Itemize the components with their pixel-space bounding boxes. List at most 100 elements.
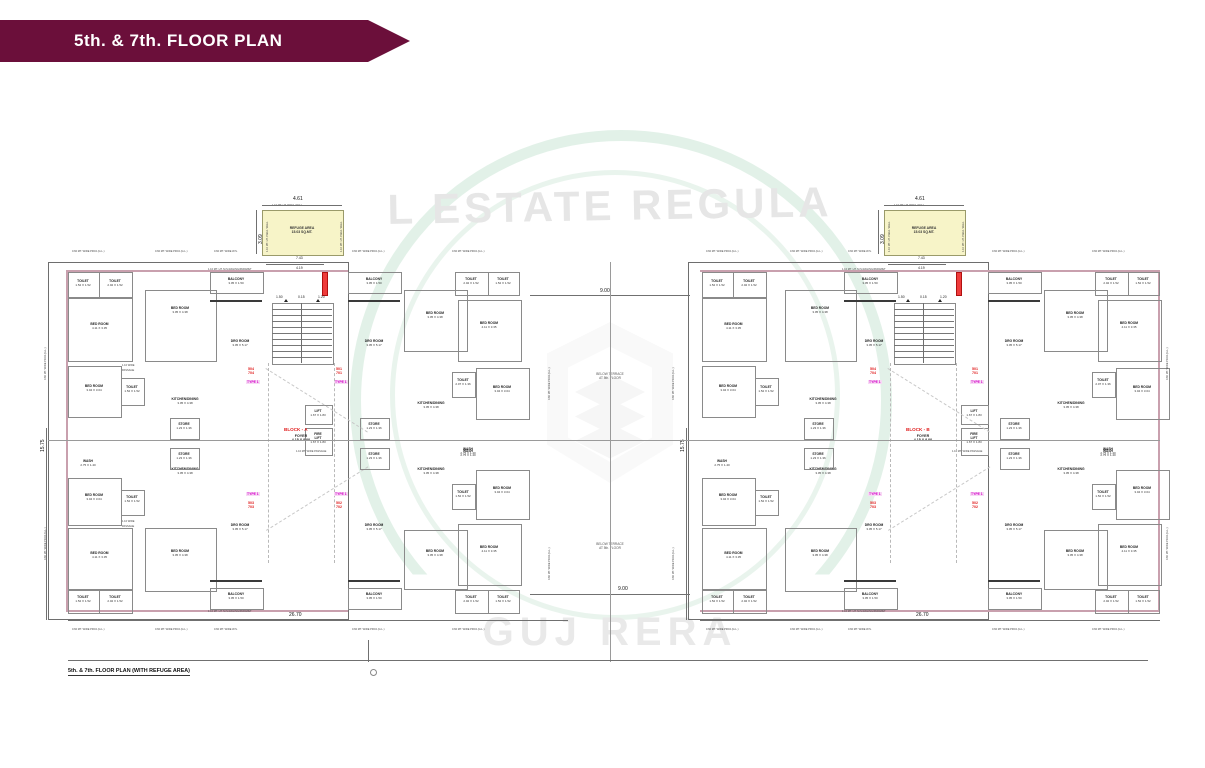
overall-width-line-a [68, 620, 568, 621]
room-bedroom-b5 [1098, 300, 1162, 362]
room-label-kitchen-a1: KITCHEN/DINING 3.05 X 4.38 [171, 397, 199, 405]
staircase-a [272, 303, 334, 365]
room-label-toilet-b6: TOILET 2.07 X 1.36 [1095, 378, 1111, 386]
room-label-wash-b2: WASH 2.75 X 1.40 [1100, 447, 1116, 455]
proj-note-a-b1: 0.60 MT. WIDE PROJ.(G.L.) [72, 628, 105, 631]
stair-dim-b2: 0.15 [920, 295, 927, 299]
room-toilet-a5 [488, 272, 520, 296]
room-label-kitchen-b2: KITCHEN/DINING 3.05 X 4.38 [1057, 401, 1085, 409]
room-bedroom-b11 [1098, 524, 1162, 586]
proj-note-b-right2: 0.60 MT. WIDE PROJ.(G.L.) [1166, 527, 1169, 560]
caption-tick-line [368, 640, 369, 662]
room-label-drg-a3: DRG ROOM 3.05 X 5.17 [230, 523, 250, 531]
room-label-toilet-b1: TOILET 1.52 X 1.52 [709, 279, 725, 287]
room-label-toilet-b10: TOILET 1.52 X 1.52 [1095, 490, 1111, 498]
lift-a [305, 405, 333, 425]
foyer-xline-b2 [888, 466, 991, 531]
room-toilet-a9 [99, 590, 133, 614]
room-label-toilet-b4: TOILET 2.02 X 1.52 [1103, 277, 1119, 285]
refuge-area-b [884, 210, 966, 256]
room-bedroom-b12 [1044, 530, 1108, 590]
gap-note-right: 0.60 MT. WIDE PROJ.(G.L.) [672, 367, 675, 400]
gap-note-left: 0.60 MT. WIDE PROJ.(G.L.) [548, 367, 551, 400]
room-label-store-b3: STORE 1.23 X 1.36 [810, 452, 826, 460]
passage-note-a1: 1.10 WIDE [122, 364, 135, 367]
lift-b [961, 405, 989, 425]
room-label-drg-b3: DRG ROOM 3.05 X 5.17 [864, 523, 884, 531]
unit-type-b3: TYPE 1 [868, 492, 882, 496]
room-label-wash-b4: WASH 2.75 X 1.40 [1100, 449, 1116, 457]
stair-dim-b3: 1.20 [940, 295, 947, 299]
room-label-drg-a4: DRG ROOM 3.05 X 5.17 [364, 523, 384, 531]
room-label-bedroom-b7: BED ROOM 3.04 X 3.04 [718, 493, 738, 501]
room-label-store-a4: STORE 1.23 X 1.36 [366, 452, 382, 460]
refuge-area-a [262, 210, 344, 256]
outer-wall-b-top [688, 262, 988, 263]
room-label-drg-a2: DRG ROOM 3.05 X 5.17 [364, 339, 384, 347]
room-toilet-b6 [1092, 372, 1116, 398]
proj-note-b-b1: 0.60 MT. WIDE PROJ.(G.L.) [706, 628, 739, 631]
block-label-b: BLOCK - B [906, 427, 930, 432]
passage-note-core-a: 1.10 MT. WIDE PASSAGE [296, 450, 327, 453]
room-label-bedroom-a3: BED ROOM 3.05 X 4.38 [170, 306, 190, 314]
room-label-toilet-b9: TOILET 2.02 X 1.52 [741, 595, 757, 603]
room-label-bedroom-b8: BED ROOM 4.11 X 3.35 [724, 551, 743, 559]
room-label-store-b4: STORE 1.23 X 1.36 [1006, 452, 1022, 460]
room-store-b3 [804, 448, 834, 470]
outer-wall-a-bottom [48, 619, 348, 620]
refuge-below-dim-a: 4.19 [296, 266, 303, 270]
room-balcony-b3 [844, 588, 898, 610]
proj-note-a-t5: 0.60 MT. WIDE PROJ.(G.L.) [452, 250, 485, 253]
room-label-toilet-a5: TOILET 1.52 X 1.52 [495, 277, 511, 285]
overall-height-line-a [46, 428, 47, 620]
room-bedroom-b7 [702, 478, 756, 526]
room-label-kitchen-b4: KITCHEN/DINING 3.05 X 4.38 [1057, 467, 1085, 475]
foyer-dash-b1 [890, 363, 891, 563]
room-label-bedroom-b9: BED ROOM 3.05 X 4.38 [810, 549, 830, 557]
balcony-rail-note-b1: 1.10 MT. HT. M.S.RAILING/PARAPET [842, 268, 886, 271]
room-label-toilet-a7: TOILET 1.52 X 1.52 [124, 495, 140, 503]
passage-note-core-b: 1.10 MT. WIDE PASSAGE [952, 450, 983, 453]
room-label-bedroom-a7: BED ROOM 3.04 X 3.04 [84, 493, 104, 501]
room-bedroom-b9 [785, 528, 857, 592]
proj-note-b-t2: 0.60 MT. WIDE PROJ.(G.L.) [790, 250, 823, 253]
fire-lift-b [961, 428, 989, 456]
room-bedroom-a11 [458, 524, 522, 586]
room-label-bedroom-a10: BED ROOM 3.04 X 3.04 [492, 486, 512, 494]
fire-door-b [956, 272, 962, 296]
room-label-kitchen-b1: KITCHEN/DINING 3.05 X 4.38 [809, 397, 837, 405]
room-bedroom-a1 [68, 298, 133, 362]
room-bedroom-a4 [404, 290, 468, 352]
room-label-bedroom-b6: BED ROOM 3.04 X 3.04 [1132, 385, 1152, 393]
proj-note-b-b5: 0.60 MT. WIDE PROJ.(G.L.) [1092, 628, 1125, 631]
balcony-rail-note-a1: 1.10 MT. HT. M.S.RAILING/PARAPET [208, 268, 252, 271]
refuge-side-note-b2: 1.10 MT. HT. PARA. WALL [962, 221, 965, 252]
room-label-toilet-b3: TOILET 1.52 X 1.52 [758, 385, 774, 393]
room-balcony-a1 [210, 272, 264, 294]
refuge-below-dim-b: 4.19 [918, 266, 925, 270]
caption-baseline [68, 660, 1148, 661]
room-label-wash-a4: WASH 2.75 X 1.40 [460, 449, 476, 457]
room-bedroom-a3 [145, 290, 217, 362]
outer-wall-a-top [48, 262, 348, 263]
room-balcony-a3 [210, 588, 264, 610]
room-toilet-b2 [733, 272, 767, 298]
room-toilet-b3 [755, 378, 779, 406]
proj-note-b-t1: 0.60 MT. WIDE PROJ.(G.L.) [706, 250, 739, 253]
room-toilet-a2 [99, 272, 133, 298]
foyer-xline-b1 [887, 368, 990, 433]
outer-wall-a-left [48, 262, 49, 620]
room-bedroom-a8 [68, 528, 133, 590]
gap-note-right2: 0.60 MT. WIDE PROJ.(G.L.) [672, 547, 675, 580]
staircase-b [894, 303, 956, 365]
room-label-kitchen-a4: KITCHEN/DINING 3.05 X 4.38 [417, 467, 445, 475]
proj-note-a-left: 0.60 MT. WIDE PROJ.(G.L.) [44, 347, 47, 380]
room-label-balcony-b3: BALCONY 3.05 X 1.50 [861, 592, 879, 600]
room-toilet-a6 [452, 372, 476, 398]
